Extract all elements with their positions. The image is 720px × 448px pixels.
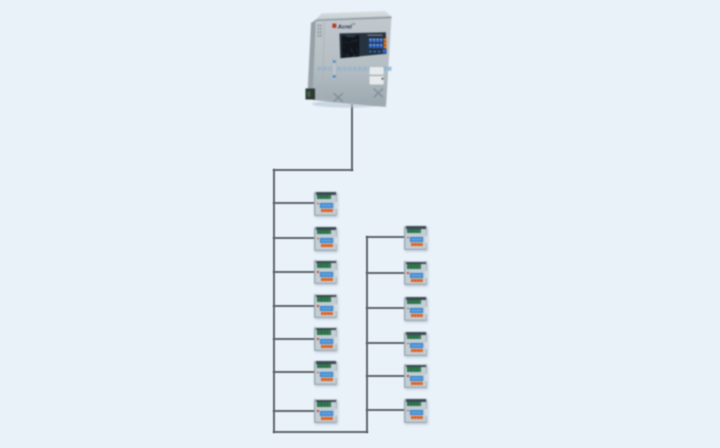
svg-text:Acrel: Acrel	[337, 24, 352, 30]
svg-text:TM: TM	[352, 23, 355, 26]
